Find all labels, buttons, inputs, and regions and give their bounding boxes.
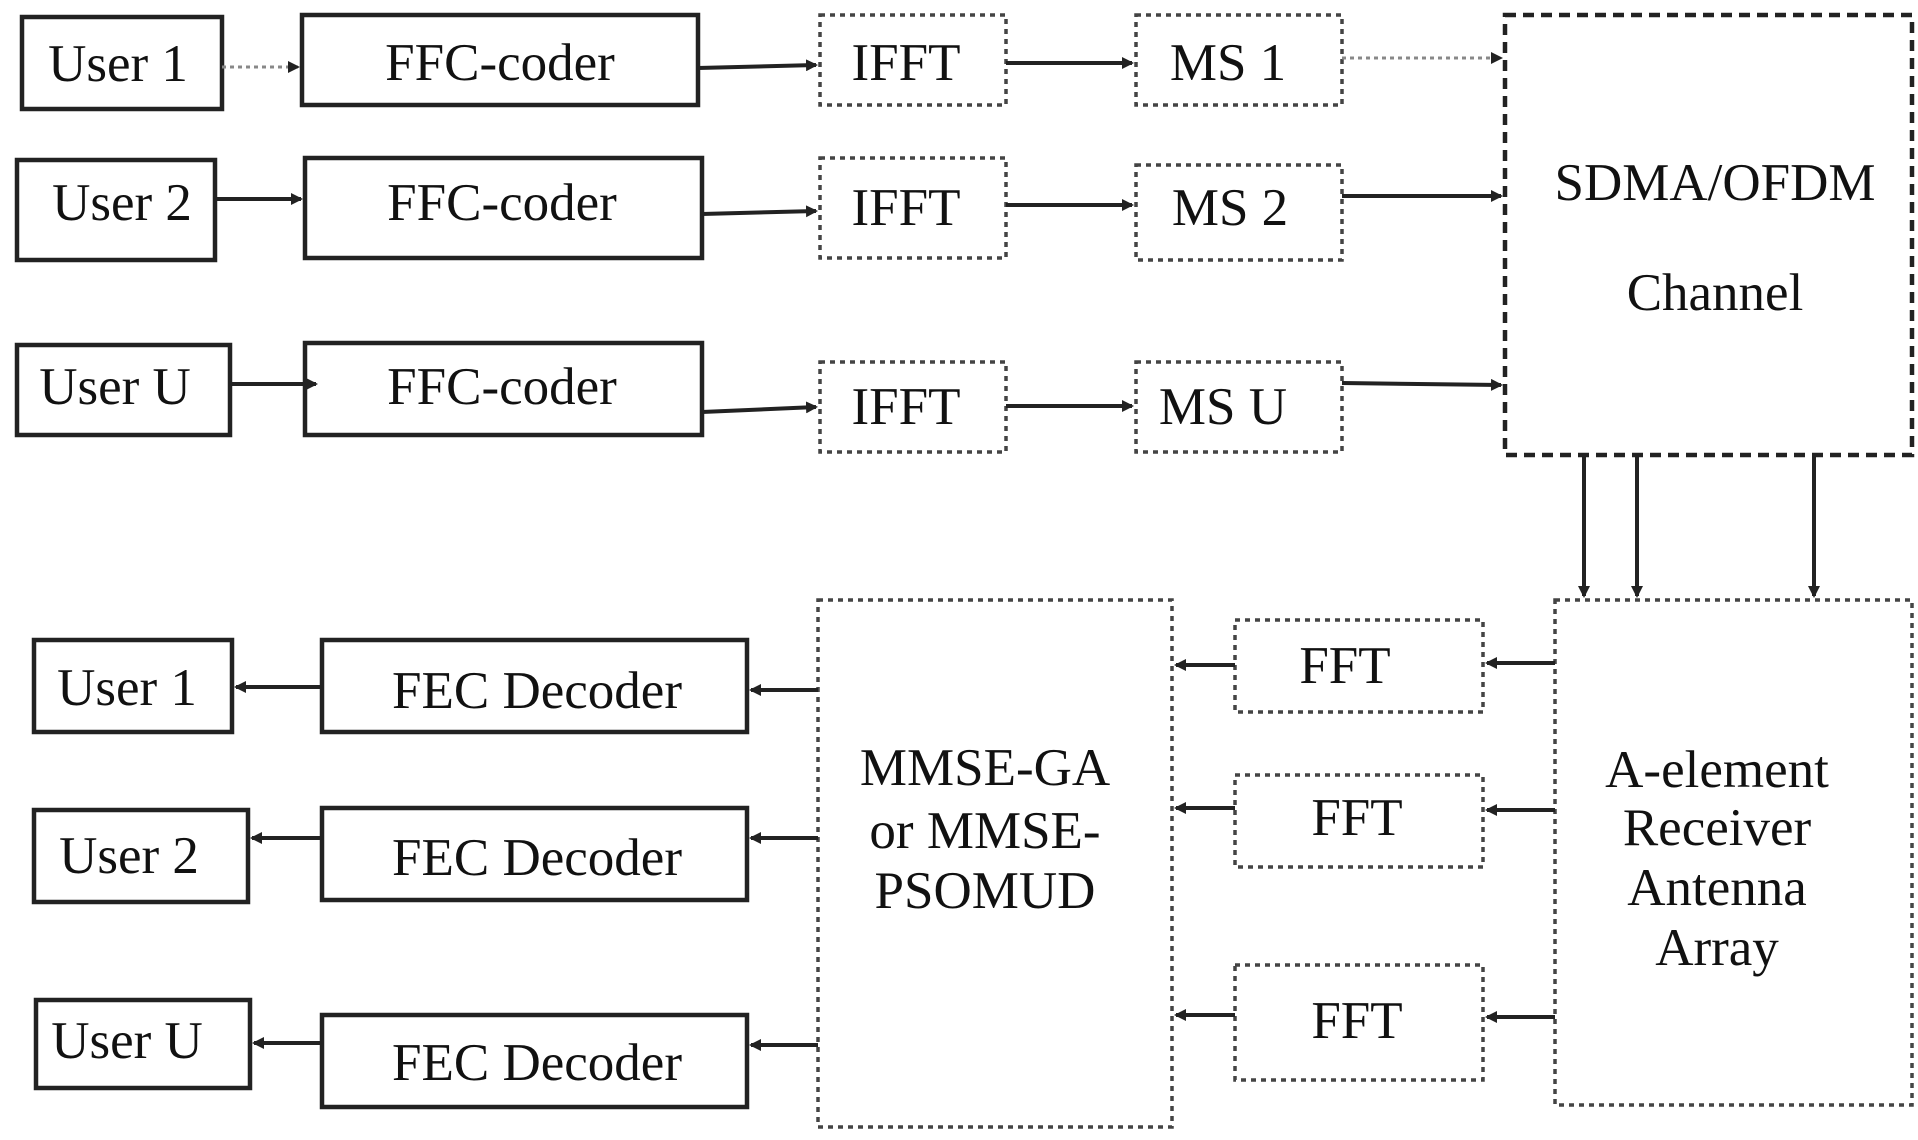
rx-user-2-block: User 2	[31, 807, 251, 905]
fft-2-block: FFT	[1233, 773, 1485, 869]
svg-text:FFC-coder: FFC-coder	[387, 174, 617, 232]
svg-text:MS 1: MS 1	[1170, 34, 1286, 92]
svg-text:SDMA/OFDM: SDMA/OFDM	[1554, 154, 1875, 212]
rx-user-u-block: User U	[33, 997, 253, 1091]
svg-text:User 1: User 1	[57, 659, 197, 717]
fec-decoder-1-block: FEC Decoder	[319, 637, 750, 735]
svg-text:FFC-coder: FFC-coder	[387, 358, 617, 416]
tx-arrows	[215, 52, 1503, 414]
tx-coder-u-block: FFC-coder	[302, 340, 705, 438]
svg-text:FEC Decoder: FEC Decoder	[392, 1034, 682, 1092]
tx-user-u-block: User U	[14, 342, 233, 438]
svg-text:PSOMUD: PSOMUD	[875, 862, 1096, 920]
svg-text:User 1: User 1	[48, 35, 188, 93]
svg-text:Receiver: Receiver	[1623, 799, 1812, 857]
arrow-coder2-to-ifft2	[701, 205, 818, 218]
ifft-u-block: IFFT	[818, 360, 1008, 454]
svg-text:User U: User U	[51, 1012, 203, 1070]
svg-text:A-element: A-element	[1605, 741, 1829, 799]
tx-coder-1-block: FFC-coder	[299, 12, 701, 108]
svg-text:MS 2: MS 2	[1172, 179, 1288, 237]
multiuser-detector-block: MMSE-GA or MMSE- PSOMUD	[816, 598, 1174, 1129]
tx-user-2-block: User 2	[14, 157, 218, 263]
arrow-msu-to-channel	[1341, 378, 1503, 391]
svg-text:FEC Decoder: FEC Decoder	[392, 662, 682, 720]
arrow-coderu-to-ifftu	[701, 401, 818, 414]
svg-text:FFC-coder: FFC-coder	[385, 34, 615, 92]
svg-text:User 2: User 2	[52, 174, 192, 232]
fft-1-block: FFT	[1233, 618, 1485, 714]
fec-decoder-2-block: FEC Decoder	[319, 805, 750, 903]
arrow-coder1-to-ifft1	[697, 59, 818, 72]
svg-text:MMSE-GA: MMSE-GA	[860, 739, 1110, 797]
ifft-2-block: IFFT	[818, 156, 1008, 260]
svg-text:Antenna: Antenna	[1627, 859, 1807, 917]
ms-u-block: MS U	[1134, 360, 1344, 454]
svg-text:FFT: FFT	[1311, 789, 1402, 847]
ifft-1-block: IFFT	[818, 13, 1008, 107]
fec-decoder-u-block: FEC Decoder	[319, 1012, 750, 1110]
tx-coder-2-block: FFC-coder	[302, 155, 705, 261]
svg-text:Channel: Channel	[1627, 264, 1804, 322]
rx-arrows	[234, 657, 1555, 1051]
svg-text:User 2: User 2	[59, 827, 199, 885]
svg-text:or MMSE-: or MMSE-	[869, 802, 1100, 860]
svg-text:User U: User U	[39, 358, 191, 416]
svg-text:IFFT: IFFT	[852, 179, 961, 237]
svg-text:MS U: MS U	[1159, 378, 1287, 436]
svg-text:FFT: FFT	[1299, 637, 1390, 695]
tx-user-1-block: User 1	[19, 14, 225, 112]
ms-2-block: MS 2	[1134, 163, 1344, 262]
ms-1-block: MS 1	[1134, 13, 1344, 107]
rx-user-1-block: User 1	[31, 637, 235, 735]
antenna-array-block: A-element Receiver Antenna Array	[1553, 598, 1914, 1107]
sdma-ofdm-channel-block: SDMA/OFDM Channel	[1502, 12, 1915, 458]
channel-to-antenna-arrows	[1578, 455, 1820, 598]
svg-text:FEC Decoder: FEC Decoder	[392, 829, 682, 887]
svg-text:FFT: FFT	[1311, 992, 1402, 1050]
svg-text:IFFT: IFFT	[852, 378, 961, 436]
svg-text:IFFT: IFFT	[852, 34, 961, 92]
fft-u-block: FFT	[1233, 963, 1485, 1082]
svg-text:Array: Array	[1655, 919, 1779, 977]
